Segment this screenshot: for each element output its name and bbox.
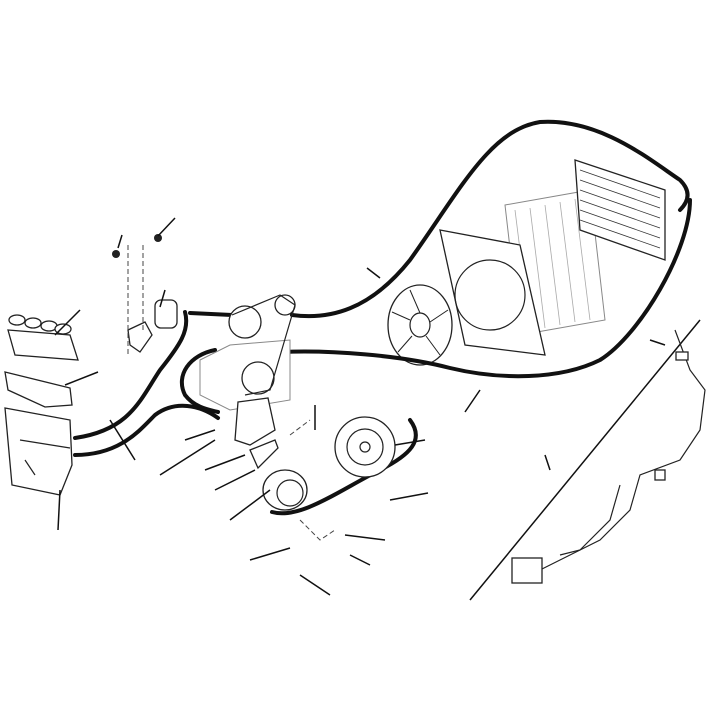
trim-panel [4, 371, 73, 408]
hose-engine [179, 348, 220, 414]
evaporator-housing [4, 407, 73, 496]
wiring-harness [469, 319, 706, 601]
hose-evaporator-outlet [73, 403, 220, 457]
compressor-bracket [234, 397, 279, 470]
cooling-fan [387, 284, 453, 366]
evaporator-core [574, 159, 666, 261]
hose-return [280, 198, 692, 379]
crank-pulley [334, 416, 396, 478]
hose-evaporator-inlet [73, 310, 189, 440]
control-panel [7, 314, 79, 361]
hose-filter [188, 311, 234, 317]
engine [199, 294, 296, 411]
hose-condenser [290, 119, 690, 319]
leader-lines [54, 217, 666, 596]
fan-shroud [439, 229, 546, 356]
compressor [262, 469, 308, 511]
receiver-drier [112, 234, 178, 355]
refrigerant-hoses [73, 119, 692, 516]
